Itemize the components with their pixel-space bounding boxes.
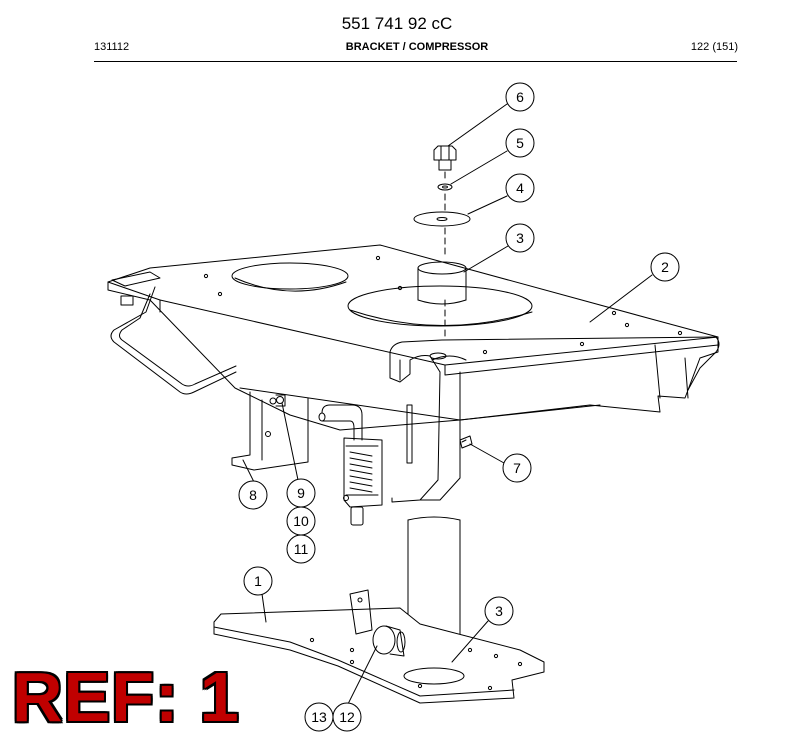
latch-pin xyxy=(318,404,383,526)
callout-12[interactable]: 12 xyxy=(332,702,362,732)
callout-1[interactable]: 1 xyxy=(243,566,273,596)
callouts: 1 2 3 3 4 5 6 7 8 9 10 11 12 13 xyxy=(238,82,680,732)
callout-8[interactable]: 8 xyxy=(238,480,268,510)
svg-text:13: 13 xyxy=(311,709,327,725)
callout-4[interactable]: 4 xyxy=(505,173,535,203)
svg-text:3: 3 xyxy=(495,603,503,619)
callout-2[interactable]: 2 xyxy=(650,252,680,282)
fastener-stack xyxy=(413,145,471,341)
handle xyxy=(110,286,237,395)
document-code: 131112 xyxy=(94,41,130,53)
svg-text:6: 6 xyxy=(516,89,524,105)
svg-text:12: 12 xyxy=(339,709,355,725)
front-bracket xyxy=(389,336,720,503)
svg-text:7: 7 xyxy=(513,460,521,476)
svg-text:4: 4 xyxy=(516,180,524,196)
leader-lines xyxy=(242,103,653,709)
callout-11[interactable]: 11 xyxy=(286,534,316,564)
svg-text:5: 5 xyxy=(516,135,524,151)
bracket-plate xyxy=(107,244,719,431)
svg-text:2: 2 xyxy=(661,259,669,275)
callout-6[interactable]: 6 xyxy=(505,82,535,112)
svg-text:11: 11 xyxy=(294,541,309,557)
mount-plate xyxy=(231,391,309,471)
reference-label: REF: 1 xyxy=(12,658,240,736)
callout-10[interactable]: 10 xyxy=(286,506,316,536)
callout-9[interactable]: 9 xyxy=(286,478,316,508)
svg-text:9: 9 xyxy=(297,485,305,501)
callout-5[interactable]: 5 xyxy=(505,128,535,158)
svg-text:3: 3 xyxy=(516,230,524,246)
svg-text:8: 8 xyxy=(249,487,257,503)
document-title: 551 741 92 cC xyxy=(341,14,453,33)
callout-3-lower[interactable]: 3 xyxy=(484,596,514,626)
svg-text:10: 10 xyxy=(293,513,309,529)
upper-sleeve xyxy=(417,261,467,305)
callout-3-upper[interactable]: 3 xyxy=(505,223,535,253)
svg-text:1: 1 xyxy=(254,573,262,589)
page-number: 122 (151) xyxy=(690,41,738,53)
callout-7[interactable]: 7 xyxy=(502,453,532,483)
callout-13[interactable]: 13 xyxy=(304,702,334,732)
base-plate xyxy=(213,589,545,704)
header-rule xyxy=(94,61,737,62)
document-heading: BRACKET / COMPRESSOR xyxy=(345,41,489,53)
